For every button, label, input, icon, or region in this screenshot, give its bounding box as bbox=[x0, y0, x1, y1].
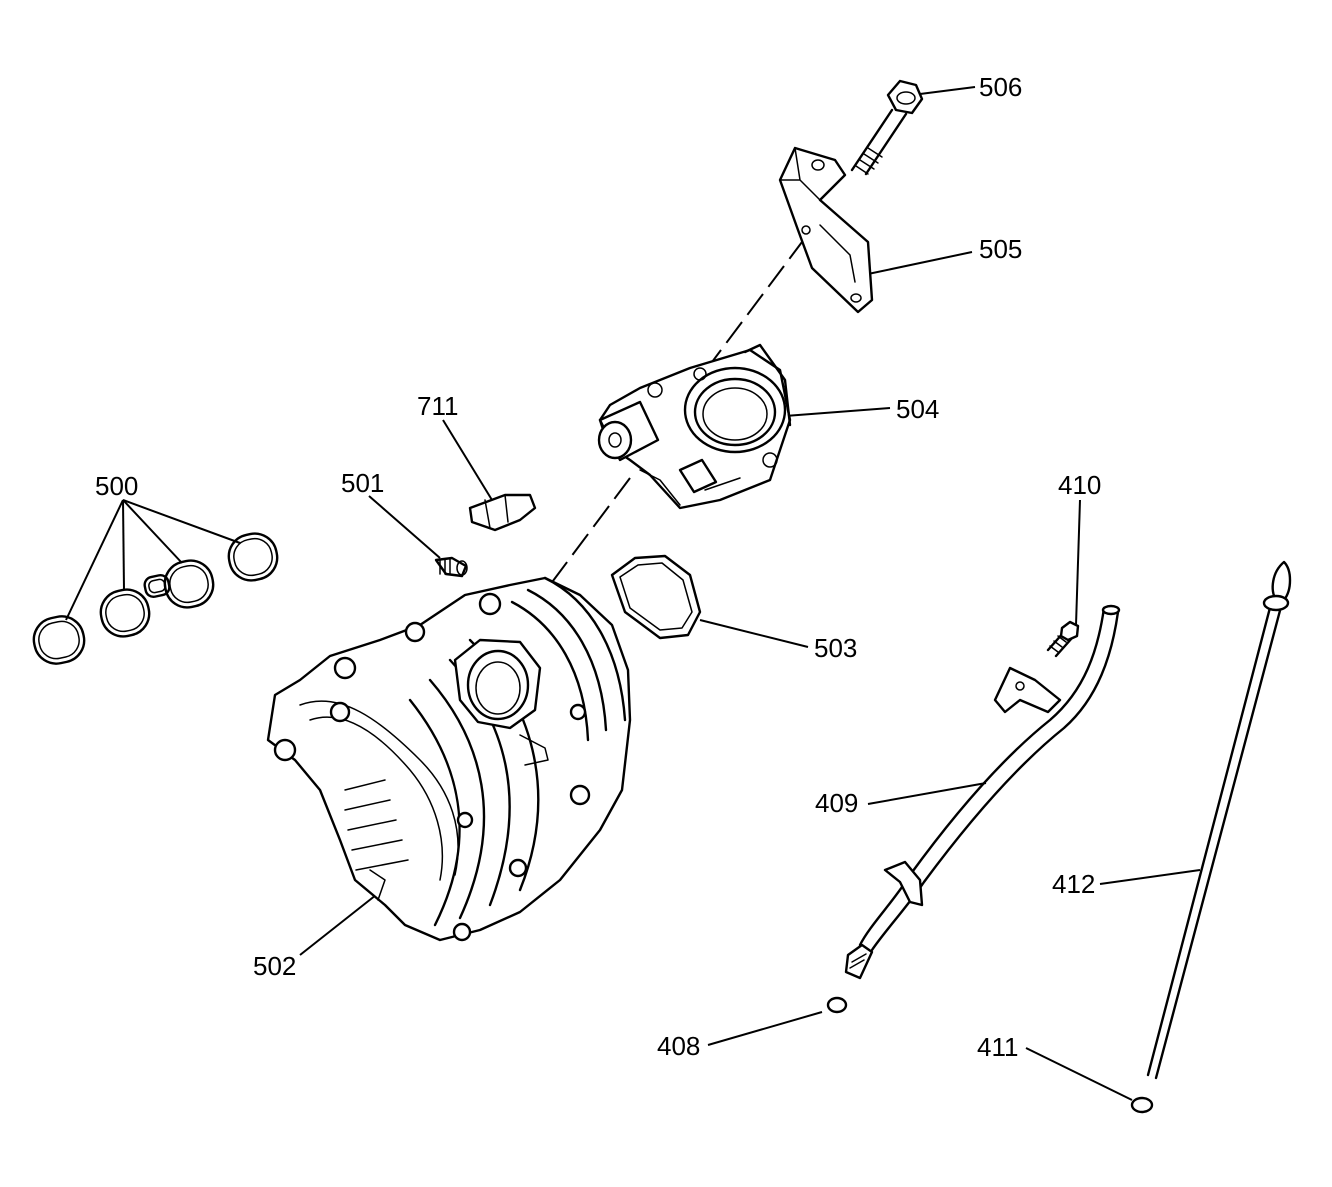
sensor-711 bbox=[468, 493, 537, 532]
leader-lines bbox=[65, 86, 1201, 1101]
callout-503: 503 bbox=[814, 633, 858, 663]
screw-501 bbox=[434, 556, 468, 578]
callout-711: 711 bbox=[417, 391, 459, 421]
callout-410: 410 bbox=[1058, 470, 1102, 500]
callout-501: 501 bbox=[341, 468, 385, 498]
throttle-body-504 bbox=[597, 343, 792, 510]
seals-500 bbox=[32, 532, 279, 665]
callout-506: 506 bbox=[979, 72, 1023, 102]
alignment-lines bbox=[504, 237, 806, 646]
callout-409: 409 bbox=[815, 788, 859, 818]
callout-411: 411 bbox=[977, 1032, 1019, 1062]
intake-manifold-502 bbox=[266, 576, 632, 942]
bolt-410 bbox=[1046, 620, 1080, 658]
bracket-505 bbox=[778, 146, 874, 314]
dipstick-tube-409 bbox=[844, 604, 1121, 980]
callout-502: 502 bbox=[253, 951, 297, 981]
bolt-506 bbox=[850, 79, 924, 176]
callout-504: 504 bbox=[896, 394, 940, 424]
callout-500: 500 bbox=[95, 471, 139, 501]
callout-408: 408 bbox=[657, 1031, 701, 1061]
gasket-503 bbox=[610, 554, 702, 640]
o-ring-408 bbox=[826, 996, 848, 1014]
o-ring-411 bbox=[1130, 1096, 1154, 1114]
dipstick-412 bbox=[1146, 560, 1292, 1080]
callout-505: 505 bbox=[979, 234, 1023, 264]
callout-412: 412 bbox=[1052, 869, 1096, 899]
